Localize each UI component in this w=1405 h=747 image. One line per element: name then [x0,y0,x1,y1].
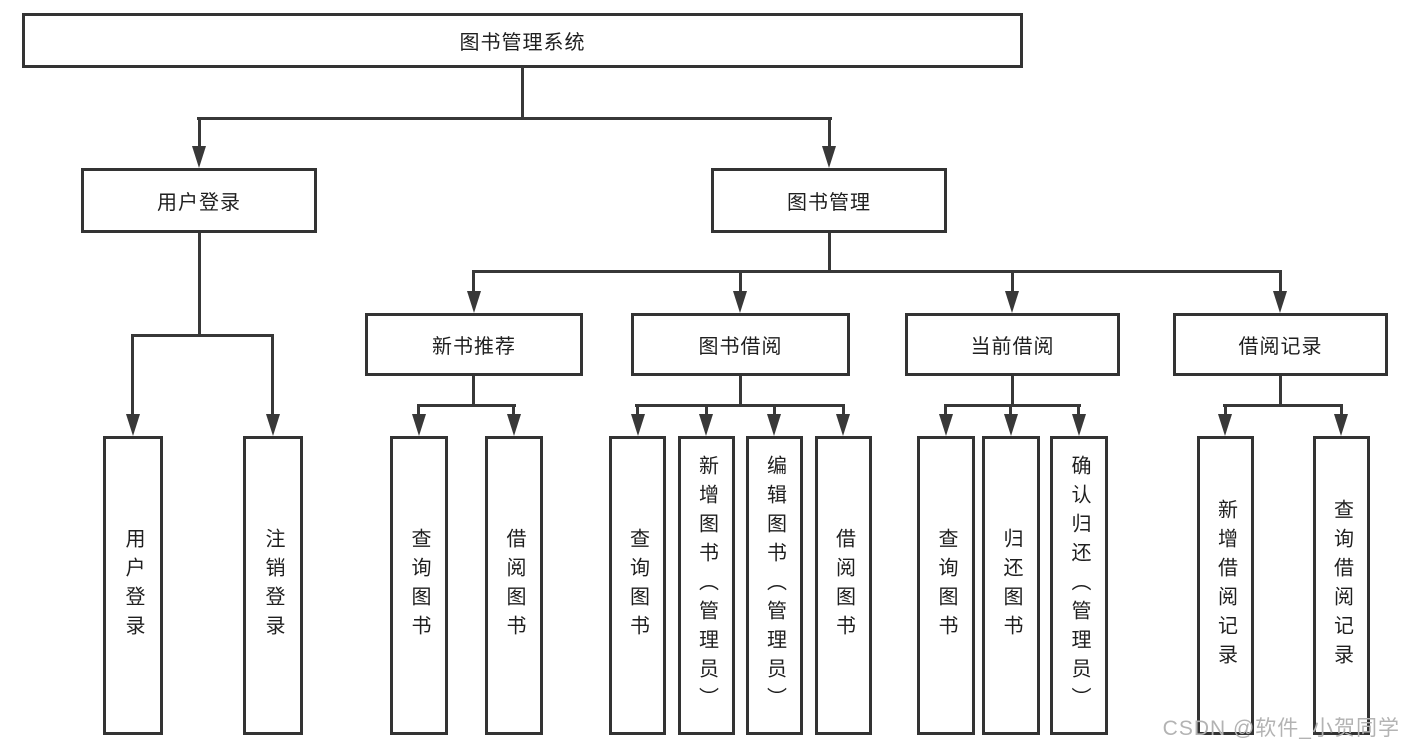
leaf-user-login: 用户登录 [103,436,163,735]
v-line [472,270,475,298]
node-label: 借阅图书 [832,527,855,644]
v-line [739,270,742,298]
node-label: 图书管理 [787,192,871,214]
leaf-confirm-return-admin: 确认归还（管理员） [1050,436,1108,735]
leaf-query-books-current: 查询图书 [917,436,975,735]
arrowhead [192,146,206,168]
arrowhead [699,414,713,436]
arrowhead [1218,414,1232,436]
node-label: 当前借阅 [970,336,1055,358]
v-line [1011,270,1014,298]
v-line [198,117,201,150]
leaf-query-borrow-record: 查询借阅记录 [1313,436,1370,735]
arrowhead [1334,414,1348,436]
h-line [197,117,832,120]
leaf-add-books-admin: 新增图书（管理员） [678,436,735,735]
v-line [944,404,947,416]
v-line [1009,404,1012,416]
arrowhead [767,414,781,436]
node-label: 新书推荐 [432,336,516,358]
node-label: 借阅图书 [503,527,525,644]
arrowhead [1004,414,1018,436]
v-line [472,376,475,407]
node-current-borrowing: 当前借阅 [905,313,1120,376]
v-line [773,404,776,416]
v-line [1224,404,1227,416]
leaf-logout: 注销登录 [243,436,303,735]
node-new-book-recommendation: 新书推荐 [365,313,583,376]
leaf-borrow-books-recommend: 借阅图书 [485,436,543,735]
v-line [131,334,134,418]
arrowhead [1072,414,1086,436]
v-line [417,404,420,416]
arrowhead [631,414,645,436]
v-line [828,117,831,150]
v-line [271,334,274,418]
node-label: 查询图书 [408,527,430,644]
arrowhead [733,291,747,313]
node-label: 图书管理系统 [459,32,586,54]
leaf-query-books-recommend: 查询图书 [390,436,448,735]
node-label: 新增借阅记录 [1214,498,1237,673]
v-line [1279,376,1282,407]
node-label: 查询图书 [626,527,649,644]
v-line [1077,404,1080,416]
v-line [521,67,524,119]
node-label: 借阅记录 [1238,336,1323,358]
csdn-watermark: CSDN @软件_小贺同学 [1162,717,1400,740]
arrowhead [266,414,280,436]
node-system-root: 图书管理系统 [22,13,1023,68]
node-label: 注销登录 [262,527,284,644]
h-line [417,404,516,407]
node-label: 查询借阅记录 [1330,498,1353,673]
v-line [1279,270,1282,298]
v-line [636,404,639,416]
v-line [828,233,831,273]
v-line [1011,376,1014,407]
v-line [842,404,845,416]
node-label: 编辑图书（管理员） [763,455,786,716]
leaf-return-books: 归还图书 [982,436,1040,735]
arrowhead [126,414,140,436]
arrowhead [412,414,426,436]
v-line [1340,404,1343,416]
v-line [739,376,742,407]
arrowhead [507,414,521,436]
node-label: 用户登录 [157,192,241,214]
arrowhead [467,291,481,313]
arrowhead [822,146,836,168]
arrowhead [1273,291,1287,313]
node-book-borrowing: 图书借阅 [631,313,850,376]
h-line [944,404,1081,407]
arrowhead [939,414,953,436]
node-label: 新增图书（管理员） [695,455,718,716]
arrowhead [1005,291,1019,313]
h-line [1223,404,1343,407]
node-label: 查询图书 [935,527,957,644]
v-line [512,404,515,416]
h-line [635,404,845,407]
node-book-management: 图书管理 [711,168,947,233]
v-line [705,404,708,416]
node-borrowing-records: 借阅记录 [1173,313,1388,376]
leaf-add-borrow-record: 新增借阅记录 [1197,436,1254,735]
h-line [131,334,274,337]
node-label: 用户登录 [122,527,144,644]
arrowhead [836,414,850,436]
node-user-login: 用户登录 [81,168,317,233]
leaf-borrow-books-borrowing: 借阅图书 [815,436,872,735]
node-label: 确认归还（管理员） [1068,455,1090,716]
leaf-edit-books-admin: 编辑图书（管理员） [746,436,803,735]
v-line [198,233,201,336]
node-label: 图书借阅 [698,336,783,358]
leaf-query-books-borrowing: 查询图书 [609,436,666,735]
node-label: 归还图书 [1000,527,1022,644]
h-line [472,270,1282,273]
